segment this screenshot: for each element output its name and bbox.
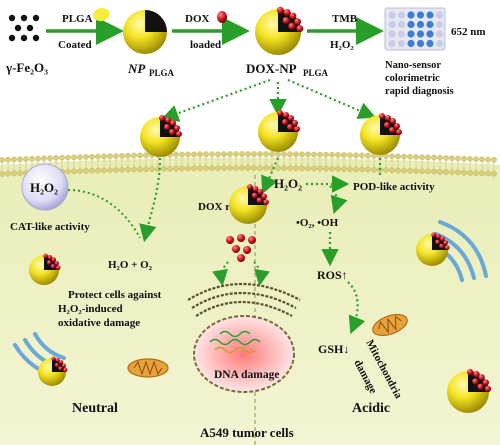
mitochondrion-icon-left	[127, 358, 169, 378]
fe2o3-label: γ-Fe₂O₃	[5, 60, 48, 75]
pod-activity-label: POD-like activity	[353, 181, 435, 193]
cat-arrow	[67, 189, 141, 239]
uptake-arrow-right	[287, 78, 377, 119]
loaded-label: loaded	[190, 39, 221, 51]
endoplasmic-reticulum-icon	[187, 282, 301, 317]
sensor-label-3: rapid diagnosis	[385, 86, 454, 97]
cell-membrane	[0, 151, 497, 177]
protect-label-1: Protect cells against	[68, 289, 162, 301]
plga-polymer-icon	[92, 8, 110, 22]
fe2o3-particles	[8, 14, 40, 42]
acidic-title: Acidic	[352, 401, 390, 416]
membrane-particle-left	[140, 115, 182, 157]
neutral-h2o2: H₂O₂	[30, 180, 58, 195]
dox-drop-icon	[217, 11, 227, 23]
dox-to-nucleus-arrow-right	[253, 261, 270, 286]
ros-to-gsh-arrow	[347, 281, 366, 335]
ros-label: ROS↑	[317, 268, 348, 282]
wavelength-label: 652 nm	[451, 26, 486, 38]
uptake-arrow-left	[160, 78, 271, 122]
protect-label-2: H₂O₂-induced	[58, 303, 123, 315]
dox-np-plga-particle	[255, 6, 304, 55]
np-plga-sub: PLGA	[149, 68, 175, 78]
release-arrow	[261, 157, 280, 195]
cell-line-label: A549 tumor cells	[200, 425, 294, 440]
products-label: H₂O + O₂	[108, 259, 153, 271]
np-plga-particle	[123, 10, 167, 54]
neutral-title: Neutral	[72, 401, 118, 416]
radicals-label: •O₂, •OH	[296, 217, 339, 229]
cat-activity-label: CAT-like activity	[10, 221, 90, 233]
sensor-label-1: Nano-sensor	[385, 60, 441, 71]
h2o2-bubble	[21, 163, 69, 211]
sensor-label-2: colorimetric	[385, 73, 440, 84]
dna-strands-icon	[209, 330, 261, 354]
cell-cytoplasm	[0, 157, 500, 445]
tmb-label: TMB	[332, 13, 358, 25]
np-plga-label: NP	[127, 61, 146, 76]
dox-label: DOX	[185, 13, 210, 25]
released-dox-cluster	[226, 234, 256, 262]
mitochondrion-icon-right	[372, 313, 408, 337]
protect-label-3: oxidative damage	[58, 317, 140, 329]
membrane-particle-right	[360, 113, 402, 155]
h2o2-top-label: H₂O₂	[330, 39, 354, 51]
well-plate-icon	[384, 7, 446, 51]
plga-label: PLGA	[62, 13, 93, 25]
gsh-label: GSH↓	[318, 342, 349, 356]
dox-np-sub: PLGA	[303, 68, 329, 78]
dna-damage-label: DNA damage	[214, 369, 280, 381]
acidic-h2o2: H₂O₂	[274, 176, 302, 191]
dox-np-label: DOX-NP	[246, 61, 297, 76]
nucleus	[193, 315, 295, 393]
coated-label: Coated	[58, 39, 92, 51]
membrane-particle-center	[258, 110, 300, 152]
dox-to-nucleus-arrow-left	[212, 261, 229, 286]
